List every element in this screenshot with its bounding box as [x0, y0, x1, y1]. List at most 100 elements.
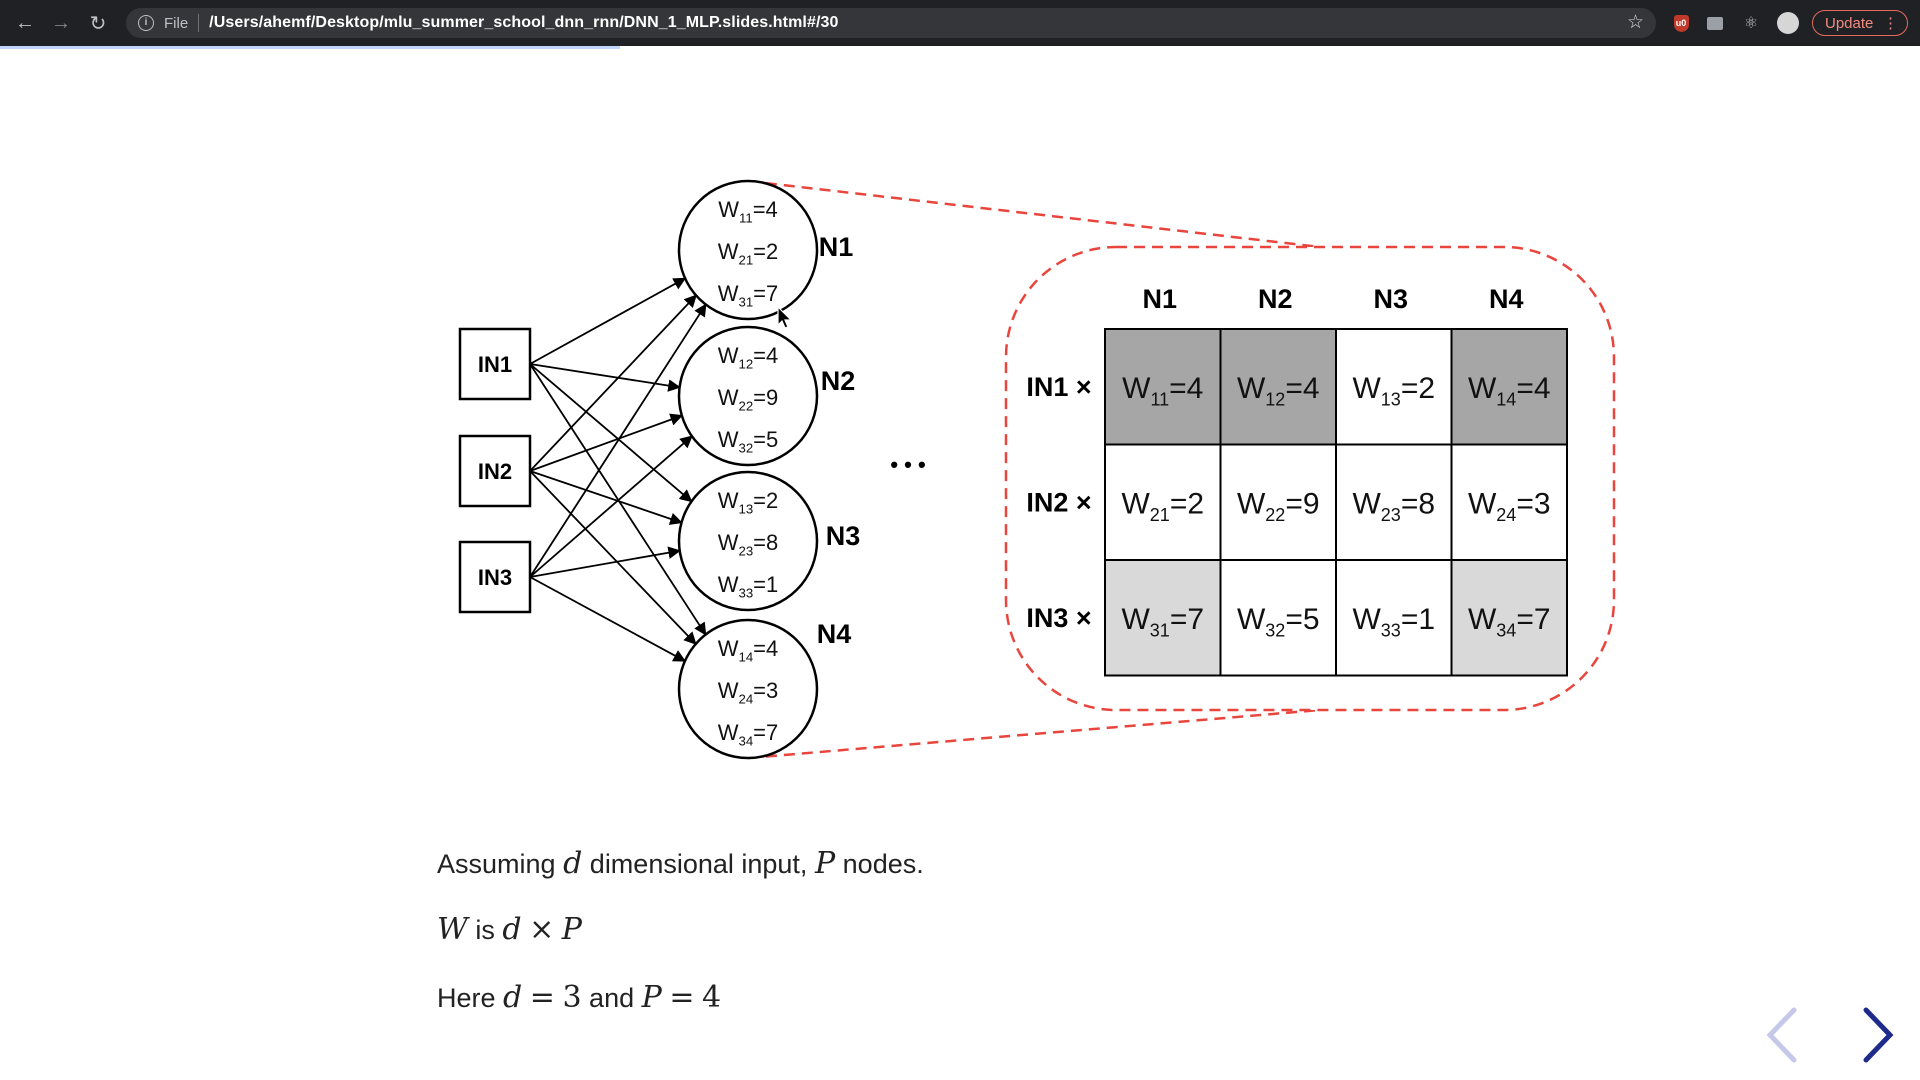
- text-is: is: [475, 915, 495, 945]
- text-here: Here: [437, 983, 496, 1013]
- url-scheme: File: [164, 14, 189, 32]
- zoom-line-bottom: [747, 708, 1321, 760]
- neuron-weight: W14=4: [718, 636, 779, 665]
- extension-badge: u0: [1673, 14, 1689, 32]
- math-d: d: [502, 912, 522, 947]
- update-button[interactable]: Update ⋮: [1812, 10, 1908, 36]
- math-times: ×: [529, 912, 555, 947]
- text-nodes: nodes.: [842, 849, 924, 879]
- bookmark-star-icon[interactable]: ☆: [1626, 12, 1644, 33]
- text-line-2: W is d × P: [437, 912, 582, 947]
- math-equals: =: [669, 980, 695, 1015]
- extensions-puzzle-icon[interactable]: ⚛: [1743, 15, 1759, 32]
- matrix-weight: W22=9: [1237, 487, 1320, 525]
- address-separator: [198, 14, 200, 32]
- neuron-weight: W33=1: [718, 572, 779, 601]
- text-and: and: [589, 983, 635, 1013]
- matrix-weight: W34=7: [1468, 603, 1551, 641]
- neuron-weight: W34=7: [718, 720, 779, 749]
- menu-dots-icon[interactable]: ⋮: [1883, 15, 1898, 32]
- prev-slide-chevron-left-icon[interactable]: [1752, 1000, 1812, 1070]
- matrix-weight: W11=4: [1122, 372, 1203, 410]
- math-W: W: [437, 912, 468, 947]
- neuron-weight: W12=4: [718, 343, 779, 372]
- matrix-weight: W12=4: [1237, 372, 1320, 410]
- connection-arrow: [529, 363, 707, 636]
- neuron-label: N2: [821, 366, 856, 396]
- neuron-circle: [677, 470, 819, 612]
- math-four: 4: [701, 980, 722, 1015]
- neuron-circle: [677, 325, 819, 467]
- connection-arrow: [529, 363, 693, 503]
- matrix-weight: W31=7: [1121, 603, 1204, 641]
- forward-arrow-icon[interactable]: →: [51, 11, 71, 34]
- input-label: IN2: [478, 459, 512, 484]
- math-P: P: [814, 846, 836, 881]
- math-equals: =: [529, 980, 555, 1015]
- matrix-row-header: IN2 ×: [1026, 487, 1091, 517]
- neuron-weight: W23=8: [718, 530, 779, 559]
- input-box: [458, 434, 532, 508]
- neuron-weight: W13=2: [718, 488, 779, 517]
- address-bar[interactable]: i File /Users/ahemf/Desktop/mlu_summer_s…: [126, 8, 1656, 38]
- connections: [529, 277, 707, 662]
- connection-arrow: [529, 546, 681, 578]
- neuron-weight: W11=4: [718, 197, 778, 226]
- text-line-3: Here d = 3 and P = 4: [437, 980, 721, 1015]
- matrix-weight: W13=2: [1352, 372, 1435, 410]
- matrix-cell: [1219, 443, 1337, 561]
- matrix-row-header: IN3 ×: [1026, 603, 1091, 633]
- matrix-cell: [1450, 328, 1568, 446]
- input-box: [458, 540, 532, 614]
- text-assuming: Assuming: [437, 849, 556, 879]
- matrix-weight: W21=2: [1121, 487, 1204, 525]
- connection-arrow: [529, 413, 684, 472]
- matrix-weight: W32=5: [1237, 603, 1320, 641]
- zoom-line-top: [747, 179, 1321, 249]
- matrix-cell: [1335, 559, 1453, 677]
- text-dimensional-input: dimensional input,: [589, 849, 808, 879]
- matrix-column-header: N3: [1373, 284, 1408, 314]
- input-box: [458, 327, 532, 401]
- matrix-cell: [1450, 559, 1568, 677]
- ellipsis: • • •: [890, 452, 925, 477]
- matrix-cell: [1450, 443, 1568, 561]
- url-text[interactable]: /Users/ahemf/Desktop/mlu_summer_school_d…: [209, 14, 839, 31]
- math-P: P: [641, 980, 662, 1015]
- matrix-column-header: N2: [1258, 284, 1293, 314]
- neuron-weight: W24=3: [718, 678, 779, 707]
- matrix-cell: [1219, 559, 1337, 677]
- profile-avatar[interactable]: [1777, 12, 1799, 34]
- neuron-weight: W21=2: [718, 239, 779, 268]
- neuron-weight: W31=7: [718, 281, 779, 310]
- input-label: IN1: [478, 352, 512, 377]
- slide-progress-bar: [0, 46, 620, 49]
- neuron-circle: [677, 618, 819, 760]
- extension-icon[interactable]: [1704, 12, 1726, 34]
- mouse-cursor-icon: [777, 306, 793, 329]
- connection-arrow: [529, 576, 687, 662]
- reload-icon[interactable]: ↻: [89, 12, 107, 35]
- matrix-column-header: N1: [1142, 284, 1177, 314]
- math-d: d: [503, 980, 523, 1015]
- connection-arrow: [529, 294, 697, 472]
- back-arrow-icon[interactable]: ←: [15, 11, 35, 34]
- text-line-1: Assuming d dimensional input, P nodes.: [437, 846, 924, 881]
- info-icon[interactable]: i: [138, 15, 154, 31]
- neuron-label: N4: [817, 619, 852, 649]
- connection-arrow: [529, 303, 707, 578]
- neuron-weight: W32=5: [718, 427, 779, 456]
- neuron-weight: W22=9: [718, 385, 779, 414]
- neuron-label: N1: [819, 232, 854, 262]
- connection-arrow: [529, 470, 697, 645]
- matrix-cell: [1335, 328, 1453, 446]
- matrix-cell: [1104, 559, 1222, 677]
- ublock-extension-icon[interactable]: u0: [1670, 12, 1692, 34]
- math-d: d: [563, 846, 583, 881]
- matrix-cell: [1219, 328, 1337, 446]
- next-slide-chevron-right-icon[interactable]: [1848, 1000, 1908, 1070]
- zoom-lines: [747, 179, 1321, 760]
